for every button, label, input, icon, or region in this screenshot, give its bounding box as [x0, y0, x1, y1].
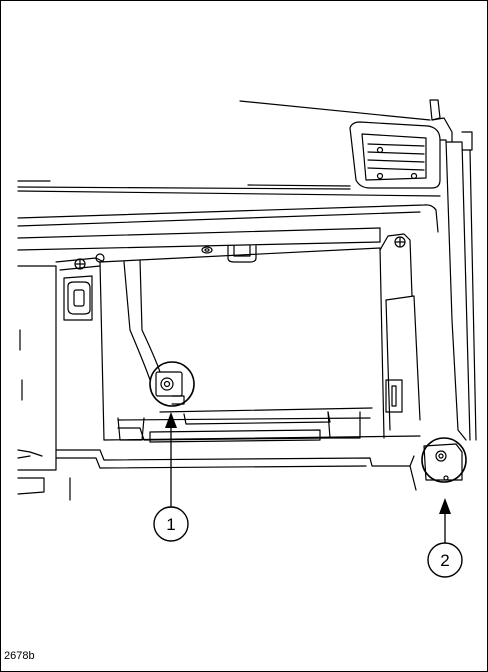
dashboard-upper-panel	[17, 180, 441, 251]
side-trim-panel	[439, 131, 477, 441]
glovebox-cavity	[99, 233, 421, 441]
callout-2: 2	[427, 542, 463, 578]
callout-1: 1	[153, 506, 189, 542]
glovebox-lower-rail	[55, 379, 421, 469]
callout-1-leader	[165, 412, 177, 508]
air-vent	[349, 99, 453, 189]
lower-corner-fastener	[409, 437, 467, 491]
figure-id: 2678b	[4, 650, 35, 662]
callout-2-label: 2	[440, 551, 449, 570]
dash-top-edge	[239, 100, 431, 121]
glovebox-latch	[201, 245, 257, 263]
callout-1-label: 1	[166, 515, 175, 534]
left-bracket	[17, 253, 105, 501]
upper-fastener	[149, 361, 195, 407]
callout-2-leader	[439, 498, 451, 544]
